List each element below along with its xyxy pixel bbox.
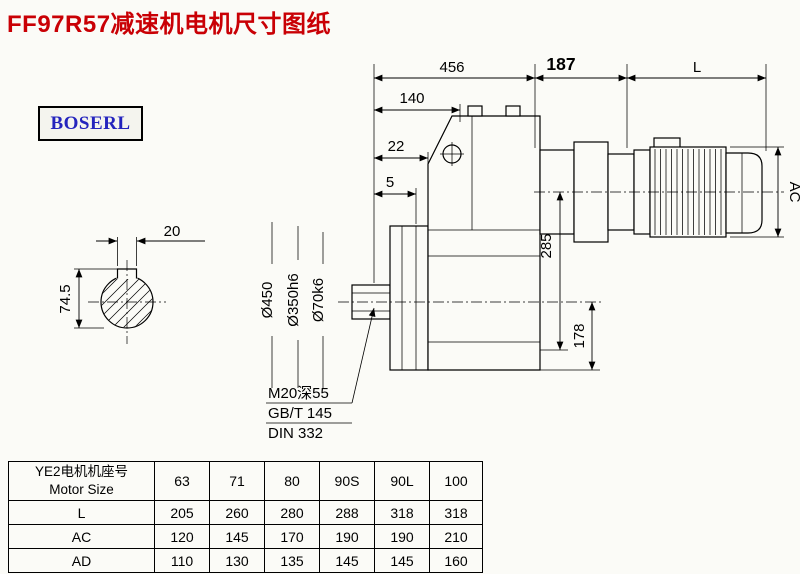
table-cell: 145 xyxy=(209,524,265,549)
row-label: L xyxy=(8,500,155,525)
row-label: AC xyxy=(8,524,155,549)
dim-22-label: 22 xyxy=(388,138,405,155)
size-col-71: 71 xyxy=(209,461,265,501)
motor-size-label-en: Motor Size xyxy=(49,482,114,497)
dim-140-label: 140 xyxy=(399,90,424,107)
dim-187-label: 187 xyxy=(546,54,575,74)
table-cell: 170 xyxy=(264,524,320,549)
table-cell: 190 xyxy=(374,524,430,549)
table-row-L: L 205 260 280 288 318 318 xyxy=(8,500,483,525)
dim-AC-label: AC xyxy=(786,182,800,203)
row-label: AD xyxy=(8,548,155,573)
dim-178-label: 178 xyxy=(571,323,588,348)
size-col-90s: 90S xyxy=(319,461,375,501)
table-cell: 288 xyxy=(319,500,375,525)
main-view xyxy=(338,105,784,371)
table-cell: 260 xyxy=(209,500,265,525)
table-cell: 145 xyxy=(374,548,430,573)
shaft-bore-detail-view: 20 74.5 xyxy=(57,223,205,344)
table-row-AD: AD 110 130 135 145 145 160 xyxy=(8,548,483,573)
dim-20-label: 20 xyxy=(164,223,181,240)
table-cell: 318 xyxy=(429,500,483,525)
dim-74-5-label: 74.5 xyxy=(57,284,74,313)
table-header-row: YE2电机机座号 Motor Size 63 71 80 90S 90L 100 xyxy=(8,461,483,501)
dia-350h6-label: Ø350h6 xyxy=(285,273,302,326)
keyway-mask xyxy=(116,268,138,279)
motor-size-table: YE2电机机座号 Motor Size 63 71 80 90S 90L 100… xyxy=(8,461,483,573)
page-title: FF97R57减速机电机尺寸图纸 xyxy=(7,11,332,38)
table-cell: 205 xyxy=(154,500,210,525)
housing-bolt-2 xyxy=(505,105,521,117)
size-col-80: 80 xyxy=(264,461,320,501)
boserl-logo: BOSERL xyxy=(38,106,143,141)
housing-bolt-1 xyxy=(467,105,483,117)
motor-size-label-cn: YE2电机机座号 xyxy=(34,464,129,480)
diameter-labels: Ø450 Ø350h6 Ø70k6 xyxy=(259,222,327,388)
table-cell: 130 xyxy=(209,548,265,573)
table-cell: 120 xyxy=(154,524,210,549)
table-cell: 190 xyxy=(319,524,375,549)
note-din332-label: DIN 332 xyxy=(268,425,323,442)
dim-L-label: L xyxy=(693,59,701,76)
dimensions: 456 187 L 140 22 5 285 178 AC xyxy=(373,54,800,371)
table-cell: 110 xyxy=(154,548,210,573)
table-cell: 160 xyxy=(429,548,483,573)
technical-drawing: 20 74.5 xyxy=(57,54,800,442)
note-gbt145-label: GB/T 145 xyxy=(268,405,332,422)
dim-456-label: 456 xyxy=(439,59,464,76)
dia-450-label: Ø450 xyxy=(259,282,276,319)
size-col-90l: 90L xyxy=(374,461,430,501)
table-cell: 145 xyxy=(319,548,375,573)
table-cell: 135 xyxy=(264,548,320,573)
table-cell: 210 xyxy=(429,524,483,549)
output-flange xyxy=(389,225,429,371)
dim-5-label: 5 xyxy=(386,174,394,191)
thread-notes: M20深55 GB/T 145 DIN 332 xyxy=(266,307,376,442)
note-leader-line xyxy=(351,307,376,404)
fan-cover xyxy=(725,152,763,234)
motor-size-header-cell: YE2电机机座号 Motor Size xyxy=(8,461,155,501)
table-cell: 280 xyxy=(264,500,320,525)
gear-housing xyxy=(427,115,541,371)
table-cell: 318 xyxy=(374,500,430,525)
table-row-AC: AC 120 145 170 190 190 210 xyxy=(8,524,483,549)
size-col-100: 100 xyxy=(429,461,483,501)
note-m20-label: M20深55 xyxy=(268,385,329,402)
dim-285-label: 285 xyxy=(538,233,555,258)
dia-70k6-label: Ø70k6 xyxy=(310,278,327,322)
size-col-63: 63 xyxy=(154,461,210,501)
boserl-logo-text: BOSERL xyxy=(50,112,131,134)
